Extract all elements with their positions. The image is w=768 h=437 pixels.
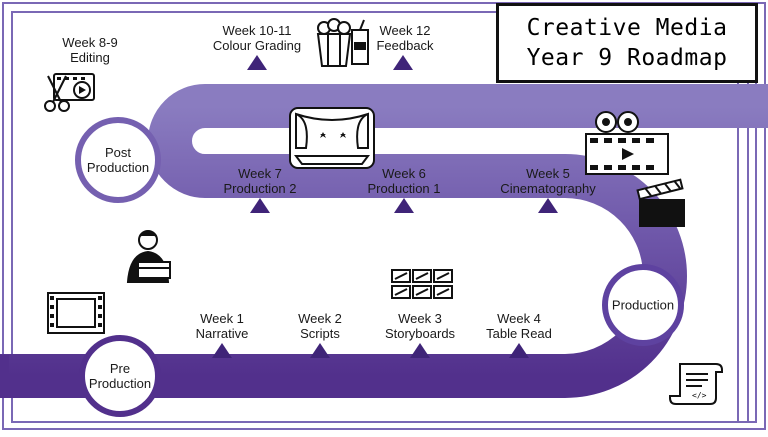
svg-text:</>: </>	[692, 391, 707, 400]
week-4-label: Week 4 Table Read	[486, 311, 552, 341]
left-bar	[0, 355, 9, 395]
marker-week-7	[250, 198, 270, 213]
marker-week-1	[212, 343, 232, 358]
marker-week-2	[310, 343, 330, 358]
stage-circle-pre-production	[79, 335, 161, 417]
roadmap-title-box: Creative Media Year 9 Roadmap	[496, 3, 758, 83]
marker-week-12	[393, 55, 413, 70]
week-7-label: Week 7 Production 2	[223, 166, 297, 196]
clapperboard-icon	[636, 178, 685, 227]
stage-circle-production	[602, 264, 684, 346]
title-line-2: Year 9 Roadmap	[526, 45, 728, 71]
week-1-label: Week 1 Narrative	[195, 311, 249, 341]
week-8-9-label: Week 8-9 Editing	[62, 35, 118, 65]
week-6-label: Week 6 Production 1	[367, 166, 441, 196]
director-icon	[126, 230, 171, 283]
stage-label-pre-production: Pre Production	[88, 361, 152, 391]
popcorn-drink-icon	[316, 18, 369, 67]
week-markers	[212, 55, 558, 358]
marker-week-10-11	[247, 55, 267, 70]
stage-label-post-production: Post Production	[86, 145, 150, 175]
film-strip-icon	[47, 292, 105, 334]
marker-week-5	[538, 198, 558, 213]
page-frame	[2, 2, 766, 430]
title-line-1: Creative Media	[526, 15, 728, 41]
marker-week-6	[394, 198, 414, 213]
marker-week-4	[509, 343, 529, 358]
week-10-11-label: Week 10-11 Colour Grading	[212, 23, 302, 53]
storyboard-icon	[391, 269, 453, 299]
stage-circle-post-production	[75, 117, 161, 203]
theatre-stage-icon	[289, 107, 375, 169]
week-5-label: Week 5 Cinematography	[500, 166, 596, 196]
marker-week-3	[410, 343, 430, 358]
week-12-label: Week 12 Feedback	[376, 23, 434, 53]
roadmap-path	[0, 84, 768, 398]
projector-icon	[585, 111, 669, 175]
script-scroll-icon: </>	[669, 363, 723, 405]
week-3-label: Week 3 Storyboards	[384, 311, 456, 341]
week-2-label: Week 2 Scripts	[298, 311, 342, 341]
editing-scissors-icon	[44, 73, 95, 112]
stage-label-production: Production	[611, 297, 675, 313]
